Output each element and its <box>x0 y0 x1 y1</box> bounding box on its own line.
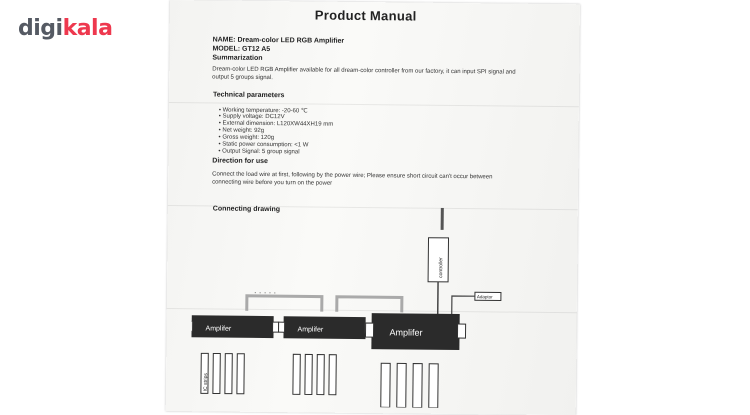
param-item: Gross weight: 120g <box>219 135 275 142</box>
ic-strip <box>293 354 300 394</box>
ic-strip <box>317 355 324 395</box>
amplifier-label: Amplifer <box>206 325 232 332</box>
mount-tab <box>365 323 373 337</box>
amplifier-unit <box>283 316 365 339</box>
chain-dots: · · · · · <box>254 288 276 297</box>
param-item: Supply voltage: DC12V <box>219 114 285 121</box>
summarization-heading: Summarization <box>212 54 262 62</box>
strip-group <box>293 354 336 394</box>
amplifier-label: Amplifer <box>298 326 324 333</box>
param-item: External dimension: L120XW44XH19 mm <box>219 121 334 128</box>
power-cable <box>441 208 444 230</box>
param-item: Output Signal: 5 group signal <box>218 149 299 156</box>
ic-strip <box>305 354 312 394</box>
ic-strip <box>397 363 406 407</box>
mount-tab <box>279 322 285 332</box>
summary-text-2: output 5 groups signal. <box>212 74 273 81</box>
connecting-drawing: controller Adaptor · · · · · Amplifer Am… <box>191 205 553 409</box>
direction-text-2: connecting wire before you turn on the p… <box>212 179 332 186</box>
logo-part-1: digi <box>18 16 63 41</box>
product-name: NAME: Dream-color LED RGB Amplifier <box>213 36 345 44</box>
ic-strip <box>237 354 244 394</box>
strip-group <box>381 363 438 408</box>
ic-strip <box>225 354 232 394</box>
product-model: MODEL: GT12 A5 <box>212 45 270 53</box>
bridge-wire <box>337 297 402 313</box>
param-item: Net weight: 92g <box>219 128 265 134</box>
mount-tab <box>273 322 279 332</box>
direction-heading: Direction for use <box>212 157 268 165</box>
ic-strip <box>429 364 438 408</box>
param-item: Static power consumption: <1 W <box>218 142 308 149</box>
amplifier-label: Amplifer <box>389 327 422 337</box>
mount-tab <box>191 321 193 331</box>
manual-page: Product Manual NAME: Dream-color LED RGB… <box>166 0 580 415</box>
strip-label: IC strips <box>203 373 209 392</box>
amplifier-unit <box>191 315 273 338</box>
tech-heading: Technical parameters <box>213 91 285 99</box>
ic-strip <box>413 364 422 408</box>
ic-strip <box>381 363 390 407</box>
bridge-wire <box>247 296 322 312</box>
adapter-label: Adaptor <box>477 294 493 299</box>
controller-label: controller <box>438 257 444 278</box>
ic-strip <box>329 355 336 395</box>
manual-title: Product Manual <box>315 8 417 24</box>
ic-strip <box>213 353 220 393</box>
logo-part-2: kala <box>63 16 113 41</box>
mount-tab <box>457 324 465 338</box>
brand-logo: digikala <box>18 16 112 41</box>
